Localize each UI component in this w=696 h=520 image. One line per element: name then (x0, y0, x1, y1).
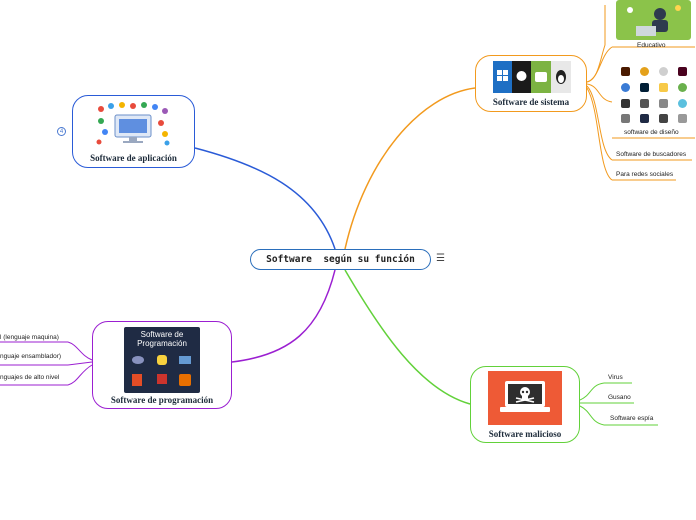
node-label: Software de programación (110, 395, 214, 405)
programming-image-text: Software de Programación (137, 330, 187, 348)
sub-topic-educativo[interactable]: Educativo (637, 42, 666, 49)
sub-topic-diseno[interactable]: software de diseño (624, 129, 679, 136)
sub-topic-lenguaje-maquina[interactable]: l (lenguaje maquina) (0, 334, 59, 341)
sub-topic-virus[interactable]: Virus (608, 374, 623, 381)
educativo-illustration (616, 0, 691, 40)
node-label: Software malicioso (488, 429, 562, 439)
node-label: Software de aplicación (90, 153, 177, 163)
node-software-programacion[interactable]: Software de Programación Software de pro… (92, 321, 232, 409)
sub-topic-redes-sociales[interactable]: Para redes sociales (616, 171, 674, 178)
node-software-sistema[interactable]: Software de sistema (475, 55, 587, 112)
collapsed-count-badge[interactable]: 4 (57, 127, 66, 136)
programming-illustration: Software de Programación (124, 327, 200, 393)
sub-topic-software-espia[interactable]: Software espía (610, 415, 654, 422)
sub-topic-lenguajes-alto-nivel[interactable]: nguajes de alto nivel (0, 374, 60, 381)
app-icons-illustration (96, 102, 170, 146)
node-label: Software de sistema (492, 97, 570, 107)
os-logos-illustration (493, 61, 571, 93)
central-topic[interactable]: Software según su función (250, 249, 431, 270)
design-icons-grid (621, 67, 693, 125)
sub-topic-lenguaje-ensamblador[interactable]: nguaje ensamblador) (0, 353, 62, 360)
hamburger-menu-icon[interactable]: ☰ (436, 253, 445, 264)
node-software-malicioso[interactable]: Software malicioso (470, 366, 580, 443)
malware-skull-illustration (488, 371, 562, 425)
node-software-aplicacion[interactable]: Software de aplicación (72, 95, 195, 168)
sub-topic-gusano[interactable]: Gusano (608, 394, 631, 401)
sub-topic-buscadores[interactable]: Software de buscadores (616, 151, 687, 158)
